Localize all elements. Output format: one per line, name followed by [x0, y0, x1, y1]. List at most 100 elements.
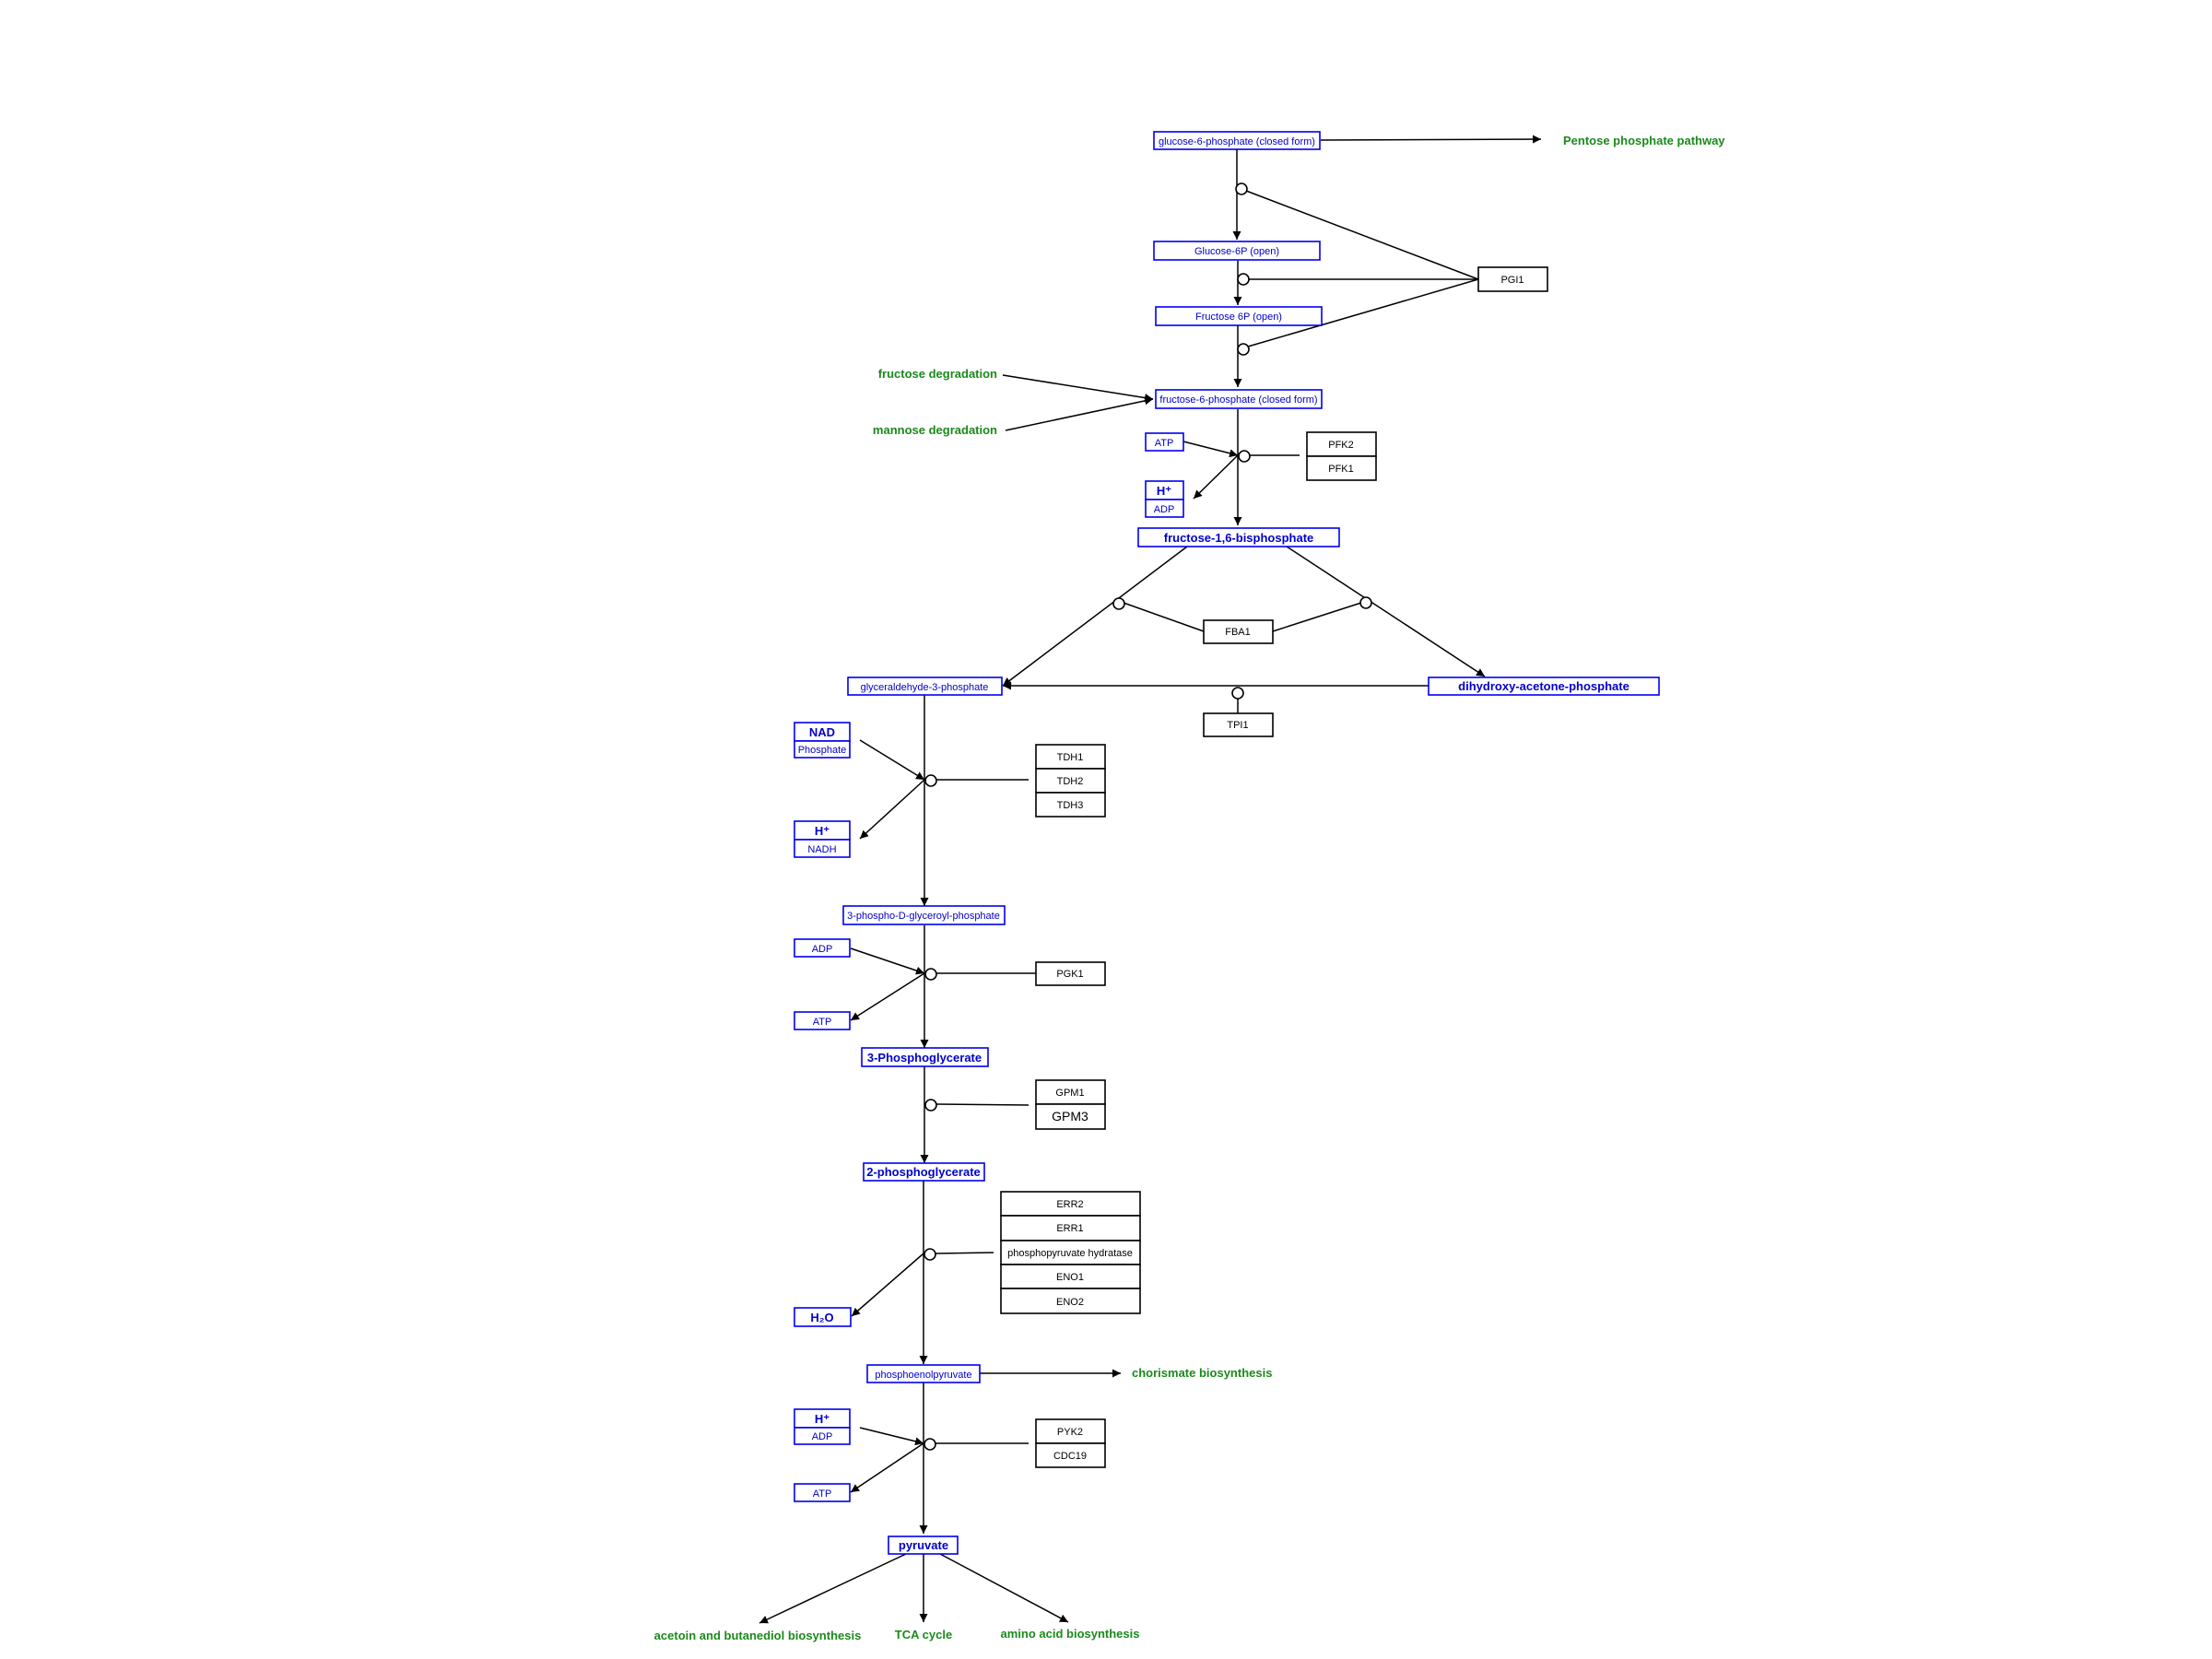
- metabolites: glucose-6-phosphate (closed form) Glucos…: [794, 131, 1660, 1555]
- metabolite-3-phosphoglycerate[interactable]: 3-Phosphoglycerate: [861, 1047, 989, 1067]
- gene-pfk1[interactable]: PFK1: [1306, 455, 1377, 481]
- edge-pfk-to-h-adp: [1193, 454, 1239, 500]
- edge-eno-to-h2o: [851, 1253, 924, 1317]
- reaction-node-pyk[interactable]: [924, 1438, 936, 1451]
- reaction-node-tpi[interactable]: [1231, 687, 1244, 700]
- reaction-node-pgi-3[interactable]: [1237, 343, 1250, 356]
- reaction-node-eno[interactable]: [924, 1248, 936, 1261]
- gene-label: PYK2: [1057, 1427, 1083, 1438]
- metabolite-label: fructose-1,6-bisphosphate: [1164, 531, 1314, 545]
- metabolite-atp-2[interactable]: ATP: [794, 1011, 851, 1030]
- metabolite-h-plus-3[interactable]: H⁺: [794, 1408, 851, 1429]
- gene-label: PFK2: [1328, 440, 1354, 451]
- gene-tdh3[interactable]: TDH3: [1035, 792, 1106, 818]
- edge-fba1-link-left: [1123, 602, 1205, 632]
- edge-pyruvate-to-acetoin: [759, 1553, 907, 1624]
- gene-label: GPM1: [1055, 1088, 1084, 1099]
- metabolite-2-phosphoglycerate[interactable]: 2-phosphoglycerate: [863, 1162, 985, 1182]
- gene-pyk2[interactable]: PYK2: [1035, 1418, 1106, 1444]
- link-chorismate-biosynthesis[interactable]: chorismate biosynthesis: [1132, 1366, 1272, 1380]
- gene-gpm1[interactable]: GPM1: [1035, 1079, 1106, 1105]
- metabolite-label: 3-Phosphoglycerate: [867, 1051, 982, 1065]
- metabolite-label: phosphoenolpyruvate: [875, 1370, 971, 1381]
- edge-pyruvate-to-amino-acid: [939, 1553, 1069, 1623]
- gene-tdh2[interactable]: TDH2: [1035, 768, 1106, 794]
- metabolite-h-plus-2[interactable]: H⁺: [794, 820, 851, 841]
- metabolite-adp-2[interactable]: ADP: [794, 938, 851, 958]
- reaction-node-pgi-2[interactable]: [1237, 273, 1250, 286]
- link-mannose-degradation[interactable]: mannose degradation: [873, 423, 997, 437]
- metabolite-h2o[interactable]: H₂O: [794, 1307, 852, 1327]
- reaction-node-tdh[interactable]: [924, 774, 937, 787]
- metabolite-atp-3[interactable]: ATP: [794, 1483, 851, 1502]
- metabolite-adp-3[interactable]: ADP: [794, 1427, 851, 1445]
- metabolite-label: H⁺: [1157, 484, 1171, 498]
- reaction-node-pgi-1[interactable]: [1235, 182, 1248, 195]
- reaction-node-gpm[interactable]: [924, 1099, 937, 1112]
- edge-gpm-gene-link: [935, 1103, 1030, 1106]
- metabolite-label: ATP: [813, 1488, 832, 1500]
- metabolite-fructose-6p-open[interactable]: Fructose 6P (open): [1155, 306, 1323, 326]
- metabolite-fructose-1-6-bisphosphate[interactable]: fructose-1,6-bisphosphate: [1137, 527, 1340, 547]
- edge-pgi1-reaction-3: [1247, 278, 1479, 347]
- metabolite-glucose-6p-open[interactable]: Glucose-6P (open): [1153, 241, 1321, 261]
- link-acetoin-butanediol-biosynthesis[interactable]: acetoin and butanediol biosynthesis: [654, 1629, 862, 1642]
- metabolite-pyruvate[interactable]: pyruvate: [888, 1535, 959, 1555]
- gene-tpi1[interactable]: TPI1: [1203, 712, 1274, 737]
- reaction-node-fba-left[interactable]: [1112, 597, 1125, 610]
- metabolite-label: ATP: [1155, 438, 1174, 449]
- gene-label: ENO1: [1056, 1272, 1084, 1283]
- gene-err2[interactable]: ERR2: [1000, 1191, 1141, 1217]
- metabolite-label: H₂O: [810, 1311, 833, 1324]
- edges: [759, 135, 1542, 1624]
- reaction-node-pfk[interactable]: [1238, 450, 1251, 463]
- metabolite-glyceraldehyde-3-phosphate[interactable]: glyceraldehyde-3-phosphate: [847, 677, 1003, 696]
- gene-label: TDH3: [1057, 800, 1084, 811]
- reaction-node-pgk[interactable]: [924, 968, 937, 981]
- link-tca-cycle[interactable]: TCA cycle: [895, 1628, 952, 1641]
- link-amino-acid-biosynthesis[interactable]: amino acid biosynthesis: [1001, 1627, 1140, 1641]
- gene-label: GPM3: [1052, 1109, 1088, 1124]
- metabolite-label: H⁺: [815, 1412, 830, 1426]
- reaction-nodes: [924, 182, 1372, 1451]
- metabolite-nad[interactable]: NAD: [794, 722, 851, 742]
- gene-phosphopyruvate-hydratase[interactable]: phosphopyruvate hydratase: [1000, 1240, 1141, 1265]
- gene-cdc19[interactable]: CDC19: [1035, 1442, 1106, 1468]
- gene-eno1[interactable]: ENO1: [1000, 1264, 1141, 1289]
- metabolite-dihydroxy-acetone-phosphate[interactable]: dihydroxy-acetone-phosphate: [1428, 677, 1660, 696]
- edge-g6p-to-pentose: [1320, 135, 1542, 144]
- gene-gpm3[interactable]: GPM3: [1035, 1103, 1106, 1130]
- metabolite-glucose-6-phosphate-closed[interactable]: glucose-6-phosphate (closed form): [1153, 131, 1321, 150]
- reaction-node-fba-right[interactable]: [1359, 596, 1372, 609]
- gene-label: TPI1: [1227, 720, 1248, 731]
- edge-fructose-degradation: [1002, 374, 1154, 403]
- metabolite-label: fructose-6-phosphate (closed form): [1159, 394, 1317, 406]
- metabolite-adp-1[interactable]: ADP: [1145, 499, 1184, 518]
- metabolite-label: pyruvate: [899, 1538, 948, 1552]
- gene-label: ERR1: [1056, 1223, 1083, 1234]
- metabolite-3-phospho-d-glyceroyl-phosphate[interactable]: 3-phospho-D-glyceroyl-phosphate: [842, 905, 1006, 925]
- metabolite-atp-1[interactable]: ATP: [1145, 432, 1184, 452]
- edge-nad-to-tdh: [859, 739, 925, 781]
- gene-pfk2[interactable]: PFK2: [1306, 431, 1377, 457]
- gene-tdh1[interactable]: TDH1: [1035, 744, 1106, 770]
- gene-pgk1[interactable]: PGK1: [1035, 961, 1106, 986]
- metabolite-h-plus-1[interactable]: H⁺: [1145, 480, 1184, 500]
- metabolite-phosphate[interactable]: Phosphate: [794, 740, 851, 759]
- metabolite-label: dihydroxy-acetone-phosphate: [1458, 679, 1630, 693]
- gene-pgi1[interactable]: PGI1: [1477, 266, 1548, 292]
- gene-err1[interactable]: ERR1: [1000, 1215, 1141, 1241]
- metabolite-nadh[interactable]: NADH: [794, 839, 851, 858]
- metabolite-fructose-6-phosphate-closed[interactable]: fructose-6-phosphate (closed form): [1155, 389, 1323, 409]
- edge-adp-to-pgk: [850, 947, 925, 975]
- edge-fba1-link-right: [1272, 601, 1365, 632]
- pathway-links: Pentose phosphate pathway fructose degra…: [654, 134, 1726, 1642]
- metabolite-label: H⁺: [815, 824, 830, 838]
- metabolite-phosphoenolpyruvate[interactable]: phosphoenolpyruvate: [866, 1364, 981, 1383]
- gene-eno2[interactable]: ENO2: [1000, 1288, 1141, 1314]
- edge-pgi1-reaction-1: [1245, 190, 1479, 280]
- link-pentose-phosphate-pathway[interactable]: Pentose phosphate pathway: [1563, 134, 1725, 147]
- link-fructose-degradation[interactable]: fructose degradation: [878, 367, 997, 381]
- gene-fba1[interactable]: FBA1: [1203, 619, 1274, 644]
